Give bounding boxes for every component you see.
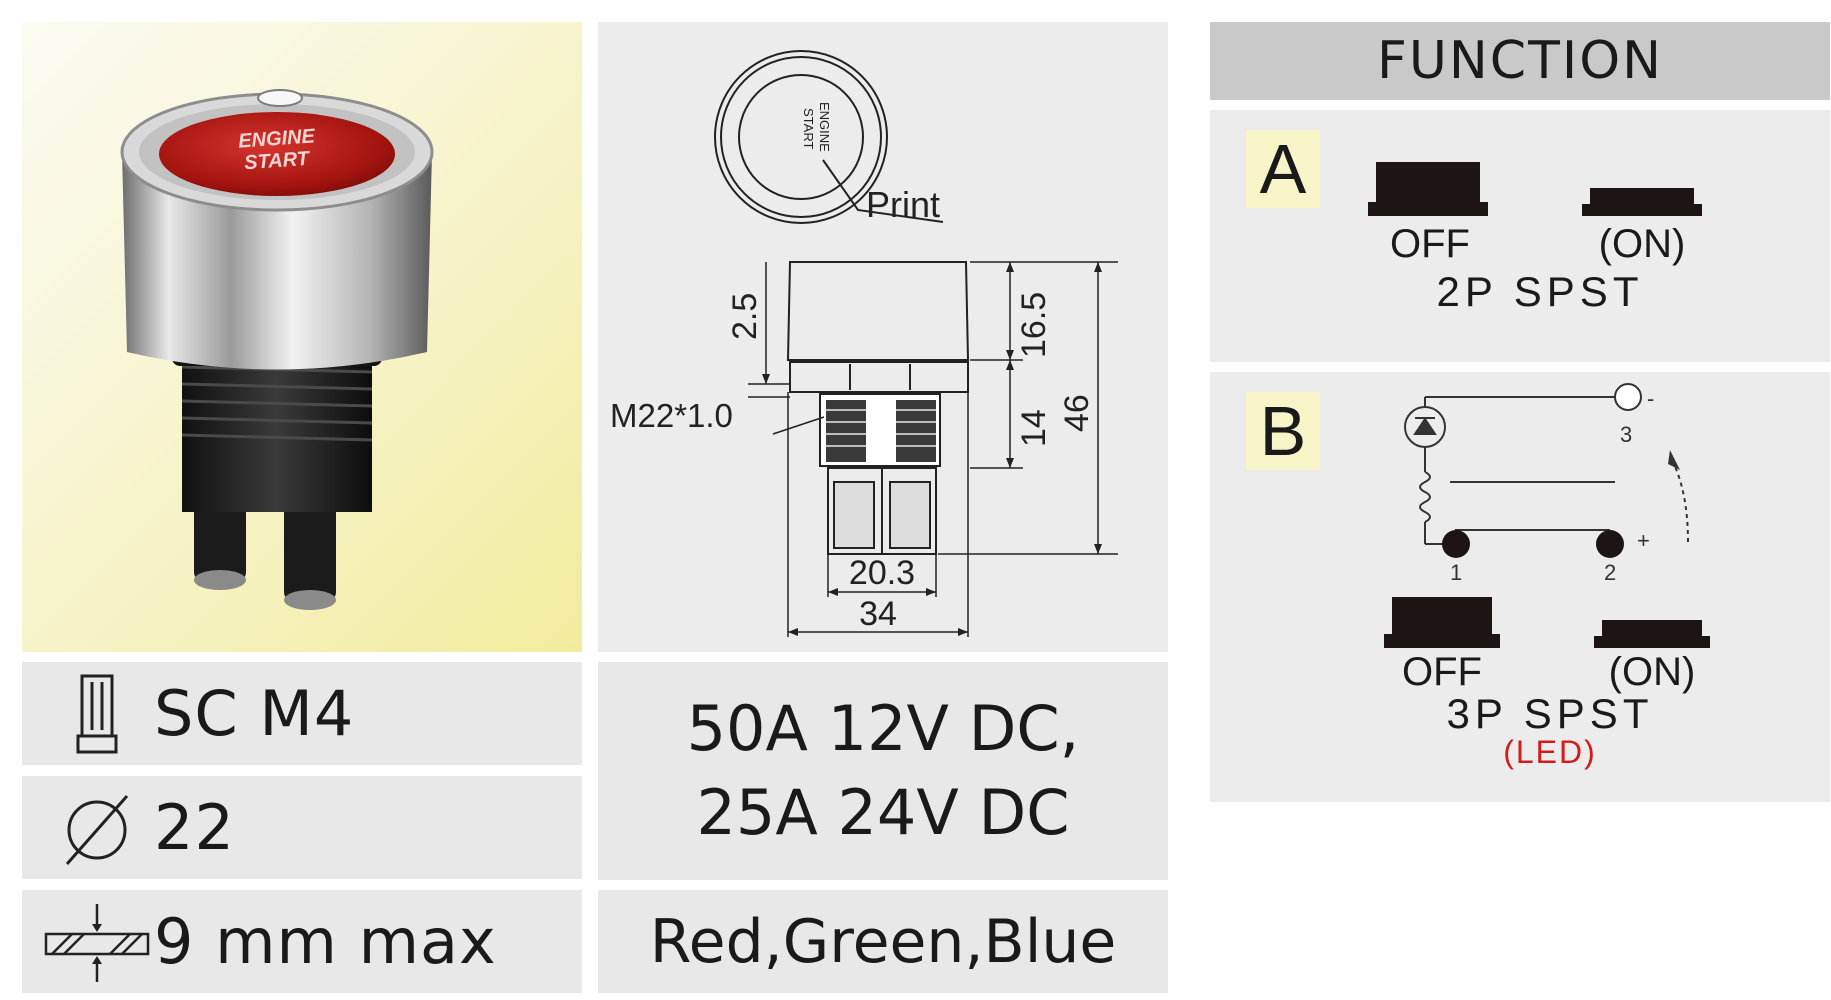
diameter-icon [65, 795, 129, 865]
pin-minus: - [1647, 386, 1654, 411]
drawing-face-text-2: START [801, 108, 816, 149]
dim-16-5: 16.5 [1015, 292, 1053, 358]
screw-terminal-icon [76, 674, 118, 754]
led-circuit-diagram: - 3 + 1 2 [1404, 383, 1689, 585]
dimension-drawing-panel: ENGINE START Print 2.5 M22*1.0 [598, 22, 1168, 652]
spec-row-terminal: SC M4 [22, 662, 582, 765]
off-button-base-icon [1368, 202, 1488, 216]
resistor-icon [1419, 471, 1431, 523]
function-b-off-label: OFF [1402, 650, 1482, 694]
spec-row-panel-thickness: 9 mm max [22, 890, 582, 993]
push-button-photo: ENGINE START [120, 89, 434, 610]
function-header: FUNCTION [1210, 22, 1830, 100]
drawing-face-text-1: ENGINE [817, 102, 832, 152]
panel-thickness-icon [44, 904, 150, 982]
product-photo-panel: ENGINE START [22, 22, 582, 652]
thread-label: M22*1.0 [610, 397, 733, 434]
diameter-spec: 22 [154, 791, 235, 864]
panel-thickness-spec: 9 mm max [154, 905, 497, 978]
function-a-panel: A OFF (ON) 2P SPST [1210, 110, 1830, 362]
pin-plus: + [1637, 528, 1650, 553]
dimension-drawing: ENGINE START Print 2.5 M22*1.0 [610, 50, 1118, 637]
pin-3: 3 [1620, 422, 1632, 447]
dim-34: 34 [859, 595, 897, 633]
dim-2-5: 2.5 [726, 293, 764, 340]
function-b-letter: B [1246, 392, 1320, 470]
led-diode-icon [1413, 417, 1437, 435]
function-a-type: 2P SPST [1436, 268, 1644, 315]
function-a-off-label: OFF [1390, 222, 1470, 266]
on-button-base-icon [1582, 204, 1702, 216]
dim-46: 46 [1058, 394, 1096, 432]
on-button-base-icon [1594, 636, 1710, 648]
print-label: Print [866, 184, 940, 225]
function-a-on-label: (ON) [1598, 222, 1686, 266]
function-b-panel: B - 3 + 1 2 OFF (ON) 3P SPST (LED) [1210, 372, 1830, 802]
photo-cap-text-1: ENGINE [238, 125, 317, 152]
dim-14: 14 [1015, 409, 1053, 447]
function-b-type: 3P SPST [1446, 690, 1654, 737]
rating-line-1: 50A 12V DC, [686, 692, 1080, 765]
pin-1: 1 [1450, 560, 1462, 585]
photo-cap-text-2: START [243, 148, 311, 175]
available-colors: Red,Green,Blue [598, 890, 1168, 993]
electrical-rating: 50A 12V DC, 25A 24V DC [598, 662, 1168, 880]
function-b-on-label: (ON) [1608, 650, 1696, 694]
function-b-led-note: (LED) [1503, 734, 1597, 770]
press-arrow-icon [1668, 450, 1680, 470]
spec-row-diameter: 22 [22, 776, 582, 879]
terminal-spec: SC M4 [154, 677, 355, 750]
function-a-letter: A [1246, 130, 1320, 208]
dim-20-3: 20.3 [849, 554, 915, 592]
pin-2: 2 [1604, 560, 1616, 585]
rating-line-2: 25A 24V DC [696, 776, 1070, 849]
off-button-base-icon [1384, 634, 1500, 648]
